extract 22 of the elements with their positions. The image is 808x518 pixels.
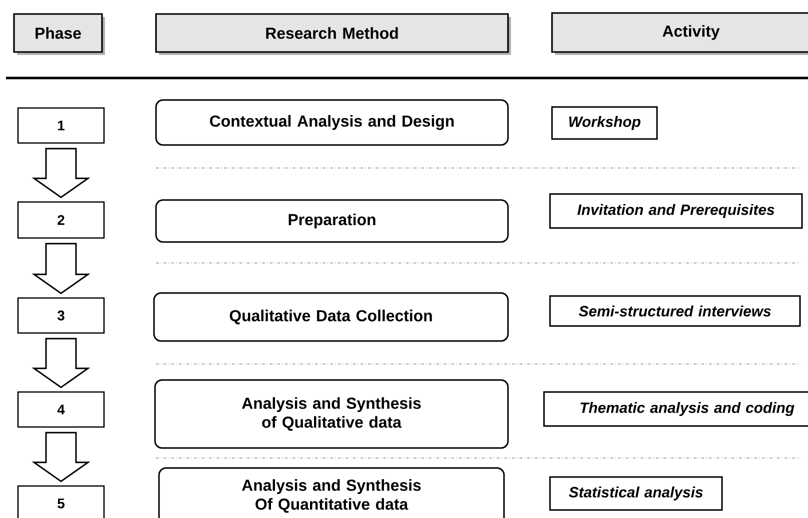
phase-box: 4 <box>17 391 105 428</box>
phase-box: 5 <box>17 485 105 518</box>
method-box: Qualitative Data Collection <box>153 292 509 342</box>
phase-box: 1 <box>17 107 105 144</box>
phase-box: 2 <box>17 201 105 239</box>
activity-box: Thematic analysis and coding <box>543 391 808 427</box>
activity-box: Statistical analysis <box>549 476 723 511</box>
header-box: Activity <box>551 12 808 55</box>
activity-box: Invitation and Prerequisites <box>549 193 803 229</box>
header-box: Research Method <box>155 13 511 55</box>
method-box: Analysis and Synthesis of Qualitative data <box>154 379 509 449</box>
method-box: Preparation <box>155 199 509 243</box>
phase-box: 3 <box>17 297 105 334</box>
method-box: Contextual Analysis and Design <box>155 99 509 146</box>
down-arrow <box>32 242 90 294</box>
down-arrow <box>32 432 90 482</box>
down-arrow <box>32 338 90 388</box>
method-box: Analysis and Synthesis Of Quantitative data <box>158 467 505 518</box>
activity-box: Semi-structured interviews <box>549 295 801 327</box>
activity-box: Workshop <box>551 106 658 140</box>
down-arrow <box>32 148 90 198</box>
header-box: Phase <box>13 13 105 55</box>
